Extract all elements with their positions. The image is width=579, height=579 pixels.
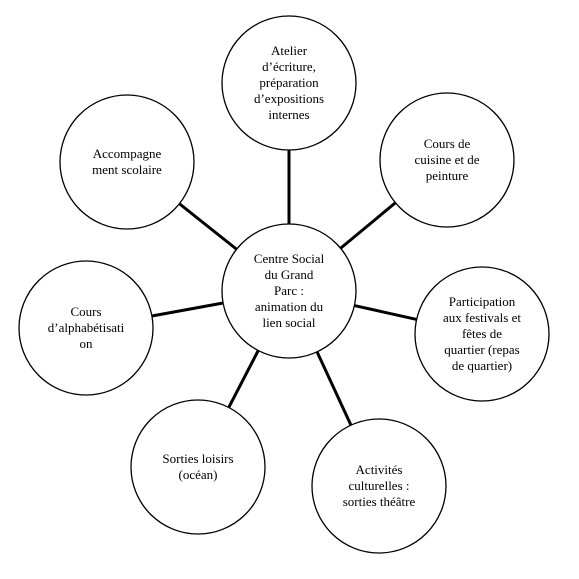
node-label-activites-culturelles: Activités culturelles : sorties théâtre — [342, 462, 416, 509]
node-circle-accompagnement-scolaire — [59, 94, 195, 230]
node-circle-sorties-loisirs — [130, 399, 266, 535]
connector-activites-culturelles — [315, 351, 353, 426]
node-circle-cours-alphabetisation — [18, 260, 154, 396]
node-circle-activites-culturelles — [311, 418, 447, 554]
node-label-atelier-ecriture: Atelier d’écriture, préparation d’exposi… — [253, 43, 325, 122]
node-circle-participation-festivals — [414, 266, 550, 402]
node-label-cours-cuisine: Cours de cuisine et de peinture — [414, 136, 480, 183]
node-label-cours-alphabetisation: Cours d’alphabétisati on — [47, 304, 125, 351]
node-circle-atelier-ecriture — [221, 15, 357, 151]
node-label-sorties-loisirs: Sorties loisirs (océan) — [162, 451, 234, 482]
node-label-accompagnement-scolaire: Accompagne ment scolaire — [92, 146, 162, 177]
center-node-circle — [221, 223, 357, 359]
node-label-participation-festivals: Participation aux festivals et fêtes de … — [443, 294, 521, 373]
connector-cours-cuisine — [339, 201, 397, 250]
center-node-label: Centre Social du Grand Parc : animation … — [253, 251, 325, 330]
connector-accompagnement-scolaire — [178, 202, 238, 251]
node-circle-cours-cuisine — [379, 92, 515, 228]
connector-participation-festivals — [354, 304, 417, 321]
connector-cours-alphabetisation — [151, 301, 224, 318]
connector-sorties-loisirs — [227, 349, 260, 409]
